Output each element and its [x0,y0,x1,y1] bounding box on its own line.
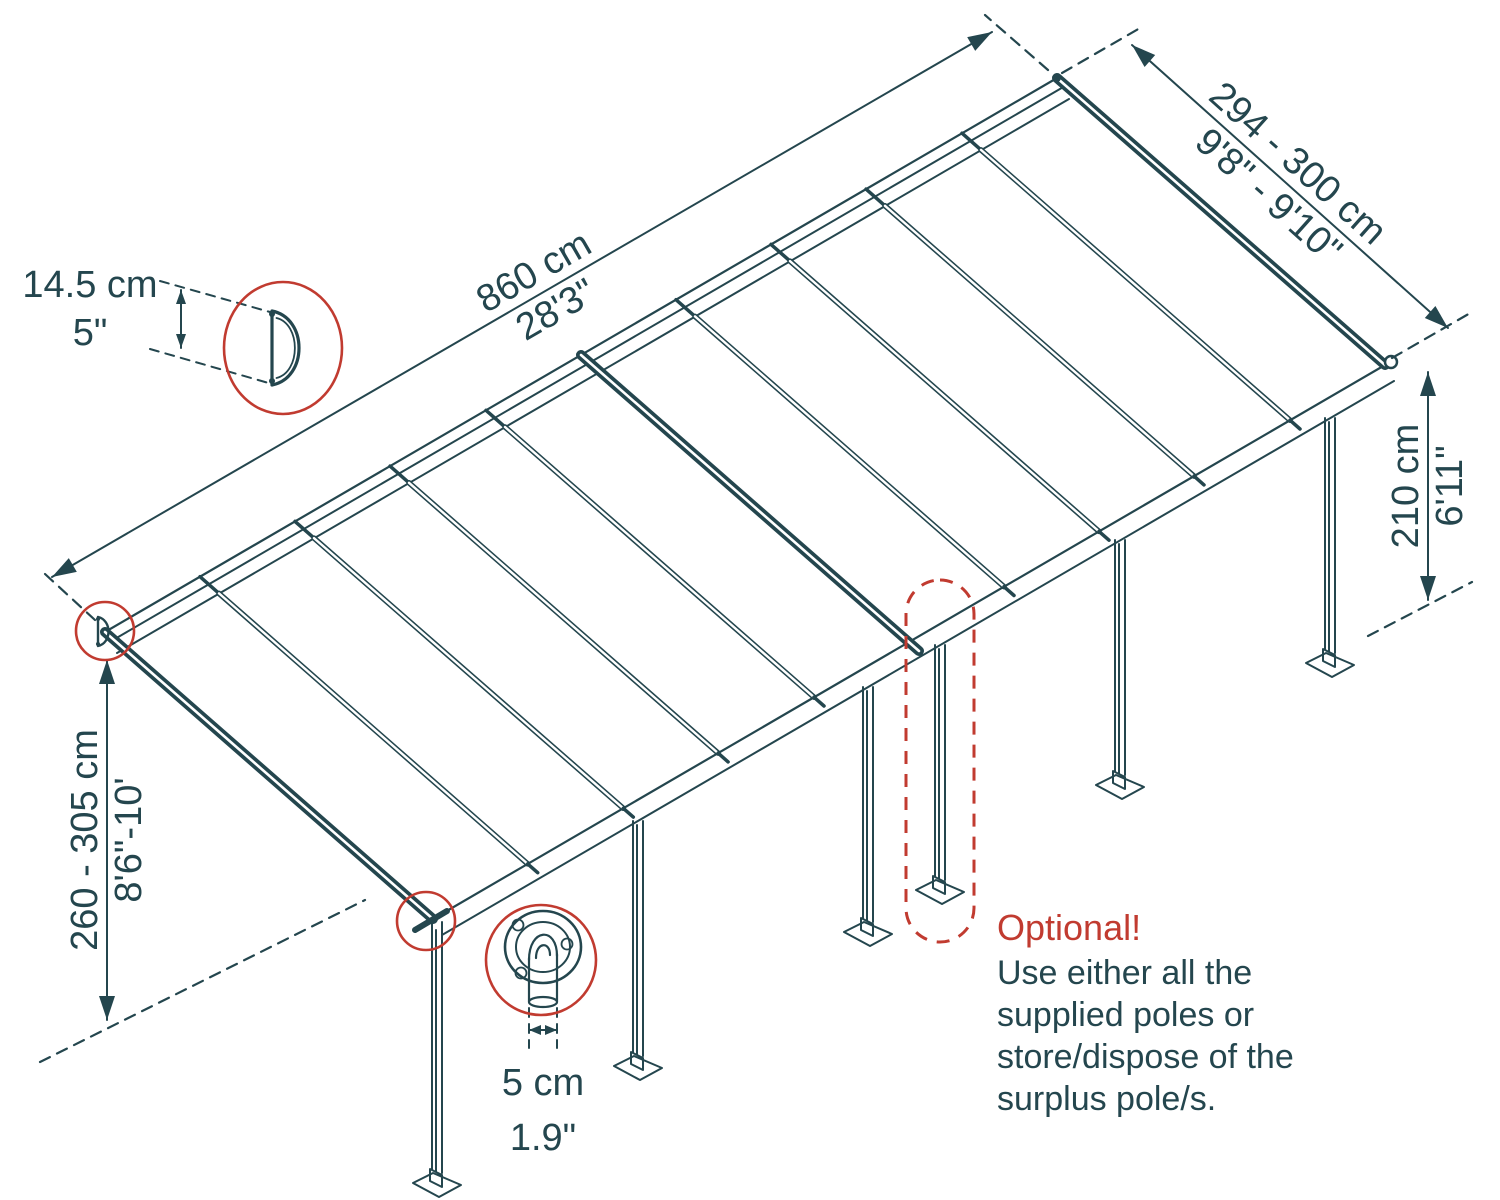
note-line: surplus pole/s. [997,1080,1216,1118]
arrow-icon [176,290,186,304]
arrow-icon [529,1025,541,1035]
arrow-icon [1420,576,1436,600]
post-5 [1114,539,1126,776]
dim-pole-diameter-metric: 5 cm [502,1062,584,1104]
dim-label-wall-height: 260 - 305 cm 8'6"-10' [64,729,150,951]
profile-end-mini [96,615,110,648]
dim-wall-height-imperial: 8'6"-10' [108,777,150,902]
foot-icon [915,875,965,905]
post-3 [862,686,874,923]
ext-length-left [43,572,97,622]
note-line: store/dispose of the [997,1038,1294,1076]
foot-icon [843,917,893,947]
rafters-core [217,148,1292,866]
post-2 [632,820,644,1057]
ext-depth-top [1060,26,1142,75]
profile-hook-dot [269,311,275,317]
rafter-wall-connectors [198,131,983,596]
post-front-right [1324,417,1336,654]
note-title: Optional! [997,907,1141,948]
dim-pole-diameter-imperial: 1.9" [510,1117,576,1159]
ext-length-right [983,13,1050,72]
posts [431,417,1336,1174]
foot-icon [1305,648,1355,678]
main-profile-bars-core [103,76,1387,921]
ground-line-right [1366,580,1474,638]
leader-profile-top [159,280,271,313]
gutter-end-cap [1383,354,1399,370]
foot-icon [412,1168,462,1198]
rafter-gutter-connectors [525,418,1302,875]
dim-profile-height-metric: 14.5 cm [22,264,157,306]
leader-profile-bottom [149,348,273,385]
arrow-icon [967,32,992,51]
profile-hook-dot [269,378,275,384]
pole-connector-detail-circle [484,903,598,1017]
arrow-icon [545,1025,557,1035]
dim-label-post-height: 210 cm 6'11" [1385,424,1471,549]
dim-line-depth [1131,44,1449,329]
dim-profile-height-imperial: 5" [73,312,108,354]
note-line: supplied poles or [997,996,1254,1034]
arrowheads [52,32,1448,1035]
red-callouts [74,280,976,1017]
dim-post-height-metric: 210 cm [1385,424,1427,549]
ext-depth-bottom [1390,310,1474,360]
foot-icon [613,1051,663,1081]
post-feet [412,648,1355,1198]
note-line: Use either all the [997,954,1252,992]
arrow-icon [52,558,77,577]
dim-line-length [51,31,993,578]
dim-post-height-imperial: 6'11" [1429,445,1471,526]
ground-line-left [38,898,367,1064]
gutter-band [441,380,1395,936]
arrow-icon [176,334,186,348]
arrow-icon [1420,372,1436,396]
arrow-icon [1132,45,1156,67]
post-optional [934,644,946,881]
profile-detail-drawing [270,309,301,387]
arrow-icon [99,660,115,684]
pole-connector-detail-drawing [503,909,583,1009]
structure-lines [38,13,1474,1198]
gutter-end-callout-circle [74,600,136,662]
corner-bracket [412,908,450,933]
post-front-left [431,921,443,1174]
profile-detail-circle [222,280,344,416]
arrow-icon [99,996,115,1020]
optional-pole-highlight [904,578,976,944]
profile-mini-dot [96,642,100,646]
arrow-icon [1424,306,1448,328]
foot-icon [1095,770,1145,800]
corner-joint-callout-circle [395,890,457,952]
dim-wall-height-metric: 260 - 305 cm [64,729,106,951]
extension-lines [38,13,1474,1064]
profile-mini-dot [96,617,100,621]
ridge-end-dot [1053,74,1061,82]
